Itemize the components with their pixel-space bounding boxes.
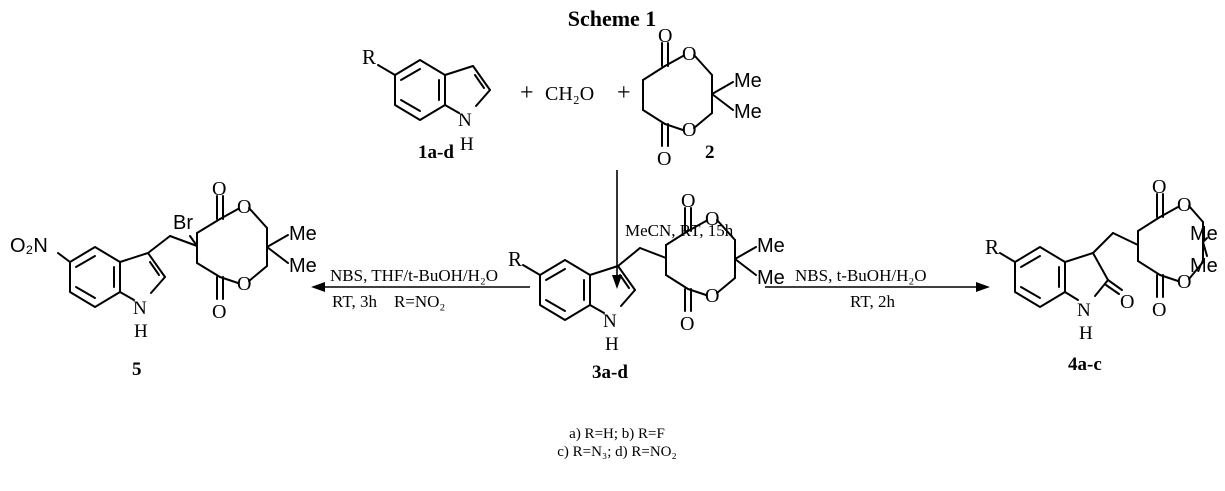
oxygen-atom: O — [1177, 194, 1191, 216]
intermediate-h-atom: H — [605, 334, 619, 355]
methyl-label: Me — [1190, 255, 1218, 277]
right-conditions-bottom: RT, 2h — [850, 292, 895, 311]
reaction-arrow-left — [311, 282, 530, 292]
bromo-n-atom: N — [133, 298, 147, 319]
left-conditions-top: NBS, THF/t-BuOH/H₂O — [330, 266, 498, 285]
intermediate-r-label: R — [508, 247, 522, 271]
indole-n-atom: N — [458, 110, 472, 131]
oxindole-n-atom: N — [1077, 300, 1091, 321]
oxygen-atom: O — [1120, 291, 1134, 313]
oxindole-h-atom: H — [1079, 323, 1093, 344]
oxygen-atom: O — [1177, 271, 1191, 293]
oxygen-atom: O — [705, 285, 719, 307]
bromo-h-atom: H — [134, 321, 148, 342]
right-conditions-top: NBS, t-BuOH/H₂O — [795, 266, 927, 285]
oxindole-r-label: R — [985, 235, 999, 259]
intermediate-label: 3a-d — [592, 362, 628, 383]
methyl-label: Me — [1190, 223, 1218, 245]
meldrum-acid-structure: O O O O Me Me 2 — [642, 25, 762, 170]
methyl-label: Me — [734, 101, 762, 123]
oxygen-atom: O — [705, 208, 719, 230]
nitro-substituent: O₂N — [10, 235, 48, 257]
indole-h-atom: H — [460, 134, 474, 155]
methyl-label: Me — [734, 70, 762, 92]
oxygen-atom: O — [658, 25, 672, 47]
oxygen-atom: O — [237, 196, 251, 218]
plus-sign: + — [617, 80, 631, 106]
oxygen-atom: O — [237, 273, 251, 295]
substituent-key-line2: c) R=N₃; d) R=NO₂ — [557, 444, 676, 460]
substituent-key-line1: a) R=H; b) R=F — [569, 426, 665, 442]
oxygen-atom: O — [1152, 176, 1166, 198]
step1-conditions: MeCN, RT, 15h — [625, 221, 734, 240]
oxygen-atom: O — [681, 190, 695, 212]
oxygen-atom: O — [680, 313, 694, 335]
intermediate-structure: R N H O O O O Me Me 3a-d — [508, 190, 785, 383]
left-conditions-bottom: RT, 3h R=NO₂ — [332, 292, 445, 311]
intermediate-n-atom: N — [603, 311, 617, 332]
oxindole-structure: R N H O O O O O Me Me 4a-c — [985, 176, 1218, 375]
indole-structure: R N H 1a-d — [362, 45, 491, 163]
oxygen-atom: O — [682, 119, 696, 141]
oxygen-atom: O — [212, 301, 226, 323]
bromine-atom: Br — [173, 212, 193, 234]
bromo-label: 5 — [132, 359, 142, 380]
formaldehyde: CH₂O — [545, 83, 594, 105]
oxygen-atom: O — [682, 43, 696, 65]
oxygen-atom: O — [212, 178, 226, 200]
oxindole-label: 4a-c — [1068, 354, 1102, 375]
oxygen-atom: O — [657, 148, 671, 170]
indole-label: 1a-d — [418, 142, 454, 163]
scheme-title: Scheme 1 — [568, 6, 657, 31]
methyl-label: Me — [757, 235, 785, 257]
methyl-label: Me — [757, 267, 785, 289]
plus-sign: + — [520, 80, 534, 106]
methyl-label: Me — [289, 223, 317, 245]
reaction-arrow-right — [765, 282, 990, 292]
methyl-label: Me — [289, 255, 317, 277]
bromo-product-structure: O₂N Br N H O O O O Me Me 5 — [10, 178, 317, 380]
meldrum-label: 2 — [705, 142, 715, 163]
indole-r-label: R — [362, 45, 376, 69]
oxygen-atom: O — [1152, 299, 1166, 321]
